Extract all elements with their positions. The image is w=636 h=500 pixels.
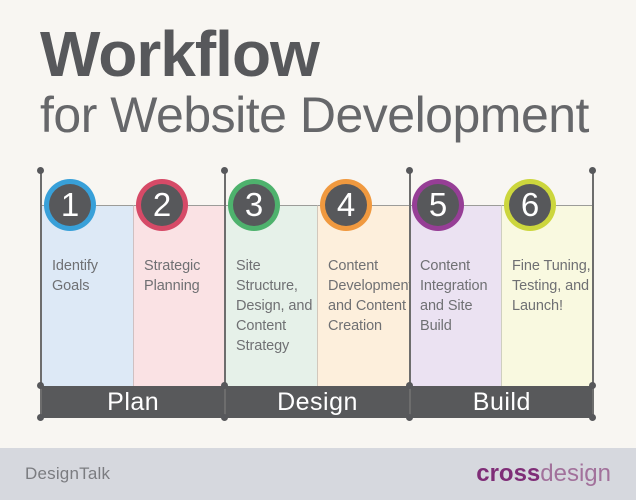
step-5-number: 5 <box>417 184 459 226</box>
step-4-number: 4 <box>325 184 367 226</box>
step-column-5: 5 Content Integration and Site Build <box>409 179 501 386</box>
connector-dot <box>37 414 44 421</box>
step-6-number: 6 <box>509 184 551 226</box>
step-3-label: Site Structure, Design, and Content Stra… <box>236 258 313 354</box>
step-column-1: 1 Identify Goals <box>41 179 133 386</box>
connector-dot <box>221 382 228 389</box>
step-6-label: Fine Tuning, Testing, and Launch! <box>512 258 591 314</box>
connector-dot <box>589 167 596 174</box>
step-3-badge: 3 <box>228 179 280 231</box>
phase-bar-plan: Plan <box>107 387 160 416</box>
step-column-2: 2 Strategic Planning <box>133 179 225 386</box>
step-column-6: 6 Fine Tuning, Testing, and Launch! <box>501 179 594 386</box>
connector-dot <box>589 382 596 389</box>
connector-dot <box>589 414 596 421</box>
step-5-label: Content Integration and Site Build <box>420 258 488 334</box>
page-subtitle: for Website Development <box>40 87 589 143</box>
steps-container: 1 Identify Goals 2 Strategic Planning 3 … <box>41 179 594 386</box>
connector-line-1 <box>40 170 42 418</box>
connector-dot <box>37 382 44 389</box>
step-2-badge: 2 <box>136 179 188 231</box>
step-1-label: Identify Goals <box>52 258 98 294</box>
connector-dot <box>406 382 413 389</box>
step-1-number: 1 <box>49 184 91 226</box>
connector-dot <box>37 167 44 174</box>
connector-line-3 <box>409 170 411 418</box>
step-4-badge: 4 <box>320 179 372 231</box>
phase-bar-build: Build <box>472 387 531 416</box>
step-4-label: Content Development and Content Creation <box>328 258 413 334</box>
step-2-label: Strategic Planning <box>144 258 201 294</box>
connector-dot <box>221 167 228 174</box>
phase-bars: Plan Design Build <box>41 386 594 418</box>
step-3-number: 3 <box>233 184 275 226</box>
footer-brand-logo: crossdesign <box>476 462 611 486</box>
connector-dot <box>406 414 413 421</box>
footer-brand-left: DesignTalk <box>25 464 111 483</box>
step-5-badge: 5 <box>412 179 464 231</box>
connector-dot <box>406 167 413 174</box>
step-column-4: 4 Content Development and Content Creati… <box>317 179 413 386</box>
footer-band: DesignTalk crossdesign <box>0 448 636 500</box>
footer-brand-bold: cross <box>476 460 541 487</box>
step-1-badge: 1 <box>44 179 96 231</box>
footer-brand-light: design <box>540 460 611 487</box>
step-6-badge: 6 <box>504 179 556 231</box>
connector-line-4 <box>592 170 594 418</box>
phase-bar-design: Design <box>277 387 358 416</box>
connector-dot <box>221 414 228 421</box>
connector-line-2 <box>224 170 226 418</box>
step-column-3: 3 Site Structure, Design, and Content St… <box>225 179 317 386</box>
step-2-number: 2 <box>141 184 183 226</box>
page-title: Workflow <box>40 18 320 90</box>
